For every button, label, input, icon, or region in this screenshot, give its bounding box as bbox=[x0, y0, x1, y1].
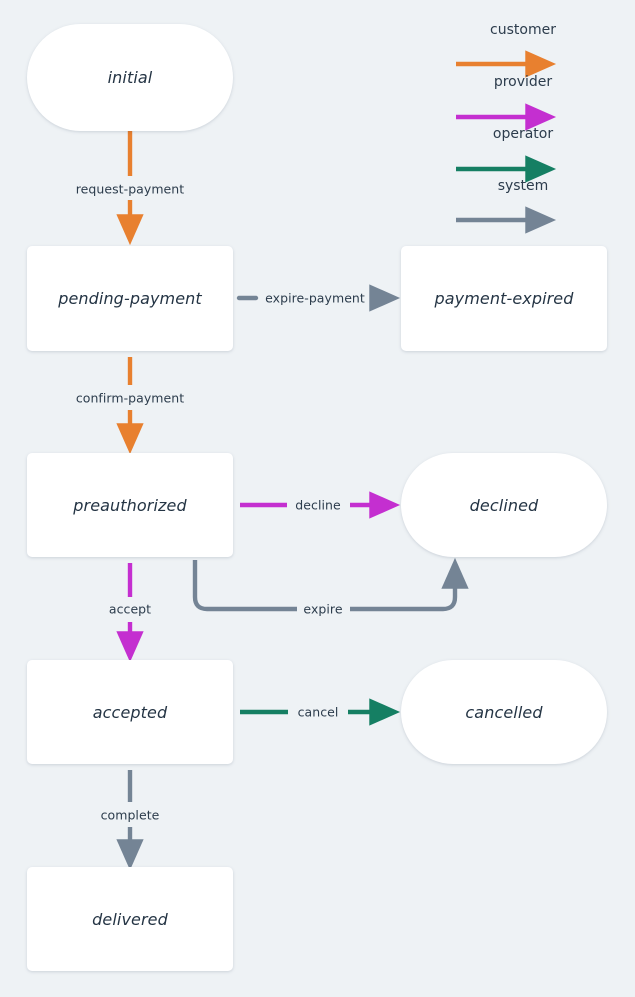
state-node-label: payment-expired bbox=[434, 289, 574, 308]
legend-label: operator bbox=[492, 126, 554, 142]
state-node-label: preauthorized bbox=[73, 495, 187, 515]
state-node-delivered[interactable]: delivered bbox=[27, 867, 233, 971]
legend-item-operator: operator bbox=[440, 126, 620, 178]
state-node-label: accepted bbox=[92, 702, 168, 722]
edge-label-complete: complete bbox=[100, 807, 160, 823]
legend-item-system: system bbox=[440, 178, 620, 230]
legend-label: system bbox=[497, 178, 549, 194]
edge-label-decline: decline bbox=[295, 497, 341, 513]
state-node-label: cancelled bbox=[465, 702, 543, 722]
state-node-label: declined bbox=[469, 495, 539, 515]
legend-item-provider: provider bbox=[440, 74, 620, 126]
edge-label-cancel: cancel bbox=[297, 704, 339, 720]
state-node-pending-payment[interactable]: pending-payment bbox=[27, 246, 233, 351]
edge-label-request-payment: request-payment bbox=[75, 181, 185, 197]
edge-label-expire: expire bbox=[303, 601, 343, 617]
legend-label: customer bbox=[490, 22, 556, 38]
edge-expire bbox=[192, 557, 469, 612]
state-node-payment-expired[interactable]: payment-expired bbox=[401, 246, 607, 351]
legend-label: provider bbox=[493, 74, 553, 90]
state-node-label: pending-payment bbox=[58, 289, 202, 308]
actor-legend: customer provider operator system bbox=[440, 22, 620, 230]
edge-label-expire-payment: expire-payment bbox=[265, 290, 365, 306]
state-node-declined[interactable]: declined bbox=[401, 453, 607, 557]
state-node-label: delivered bbox=[92, 909, 168, 929]
state-node-label: initial bbox=[107, 68, 153, 87]
legend-item-customer: customer bbox=[440, 22, 620, 74]
state-node-cancelled[interactable]: cancelled bbox=[401, 660, 607, 764]
state-node-preauthorized[interactable]: preauthorized bbox=[27, 453, 233, 557]
state-node-initial[interactable]: initial bbox=[27, 24, 233, 131]
edge-label-accept: accept bbox=[108, 601, 152, 617]
edge-label-confirm-payment: confirm-payment bbox=[75, 390, 185, 406]
state-node-accepted[interactable]: accepted bbox=[27, 660, 233, 764]
